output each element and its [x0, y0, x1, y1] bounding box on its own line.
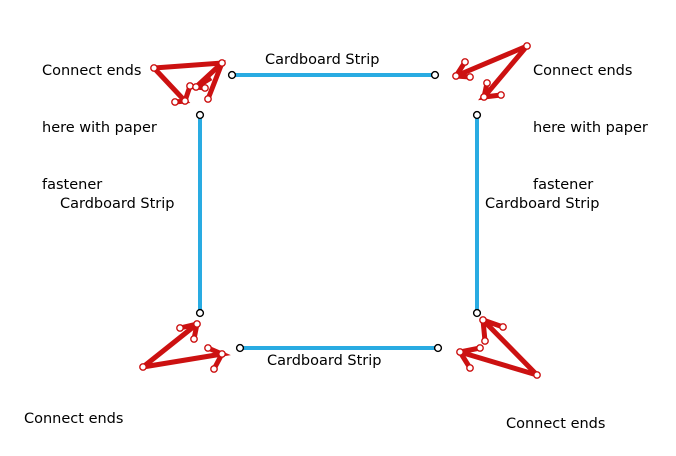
arrow-node-tl-8 [201, 84, 209, 92]
strip-node-right-top[interactable] [472, 110, 482, 120]
strip-endpoint-nodes [195, 70, 482, 353]
arrow-node-tl-1 [150, 64, 158, 72]
arrow-node-tr-6 [497, 91, 505, 99]
arrow-node-tl-4 [181, 97, 189, 105]
label-strip-left: Cardboard Strip [60, 196, 175, 212]
arrow-node-bl-5 [218, 350, 226, 358]
arrow-node-bl-4 [190, 335, 198, 343]
label-strip-top: Cardboard Strip [265, 52, 380, 68]
arrow-node-bl-6 [204, 344, 212, 352]
arrow-node-tl-7 [192, 83, 200, 91]
strip-node-bottom-right[interactable] [433, 343, 443, 353]
annotation-top-right-line-2: here with paper [533, 120, 648, 136]
annotation-top-right: Connect ends here with paper fastener [533, 24, 648, 233]
arrow-node-br-4 [481, 337, 489, 345]
annotation-top-right-line-1: Connect ends [533, 63, 633, 79]
arrow-node-tr-4 [461, 58, 469, 66]
arrow-node-tl-2 [218, 59, 226, 67]
strip-node-top-left[interactable] [227, 70, 237, 80]
strip-node-bottom-left[interactable] [235, 343, 245, 353]
annotation-bottom-right: Connect ends here with paper fastener [506, 377, 621, 456]
arrow-node-bl-2 [193, 320, 201, 328]
arrow-group-top-right[interactable] [452, 42, 531, 101]
annotation-bottom-right-line-1: Connect ends [506, 416, 606, 432]
annotation-top-right-line-3: fastener [533, 177, 594, 193]
arrow-node-tr-3 [466, 73, 474, 81]
annotation-bottom-left: Connect ends here with paper fastener [24, 372, 139, 456]
strip-node-right-bottom[interactable] [472, 308, 482, 318]
strip-node-top-right[interactable] [430, 70, 440, 80]
annotation-top-left-line-3: fastener [42, 177, 103, 193]
arrow-node-tr-1 [523, 42, 531, 50]
arrow-node-br-1 [533, 371, 541, 379]
annotation-top-left: Connect ends here with paper fastener [42, 24, 157, 233]
annotation-top-left-line-2: here with paper [42, 120, 157, 136]
arrow-node-bl-3 [176, 324, 184, 332]
arrow-node-tl-5 [171, 98, 179, 106]
arrow-node-br-5 [456, 348, 464, 356]
arrow-node-tr-7 [483, 79, 491, 87]
annotation-top-left-line-1: Connect ends [42, 63, 142, 79]
arrow-node-bl-7 [210, 365, 218, 373]
arrow-node-br-6 [476, 344, 484, 352]
arrow-group-bottom-left[interactable] [139, 320, 231, 373]
strip-node-left-bottom[interactable] [195, 308, 205, 318]
label-strip-right: Cardboard Strip [485, 196, 600, 212]
arrow-node-tr-2 [452, 72, 460, 80]
arrow-group-bottom-right[interactable] [456, 316, 541, 379]
arrow-node-br-2 [479, 316, 487, 324]
arrow-node-bl-1 [139, 363, 147, 371]
arrow-group-top-left[interactable] [150, 59, 226, 106]
arrow-node-tr-5 [480, 93, 488, 101]
label-strip-bottom: Cardboard Strip [267, 353, 382, 369]
arrow-node-br-3 [499, 323, 507, 331]
strip-node-left-top[interactable] [195, 110, 205, 120]
annotation-bottom-left-line-1: Connect ends [24, 411, 124, 427]
cardboard-strips [198, 73, 479, 350]
arrow-node-tl-3 [204, 95, 212, 103]
arrow-node-br-7 [466, 364, 474, 372]
arrow-top-left-b [152, 66, 191, 105]
